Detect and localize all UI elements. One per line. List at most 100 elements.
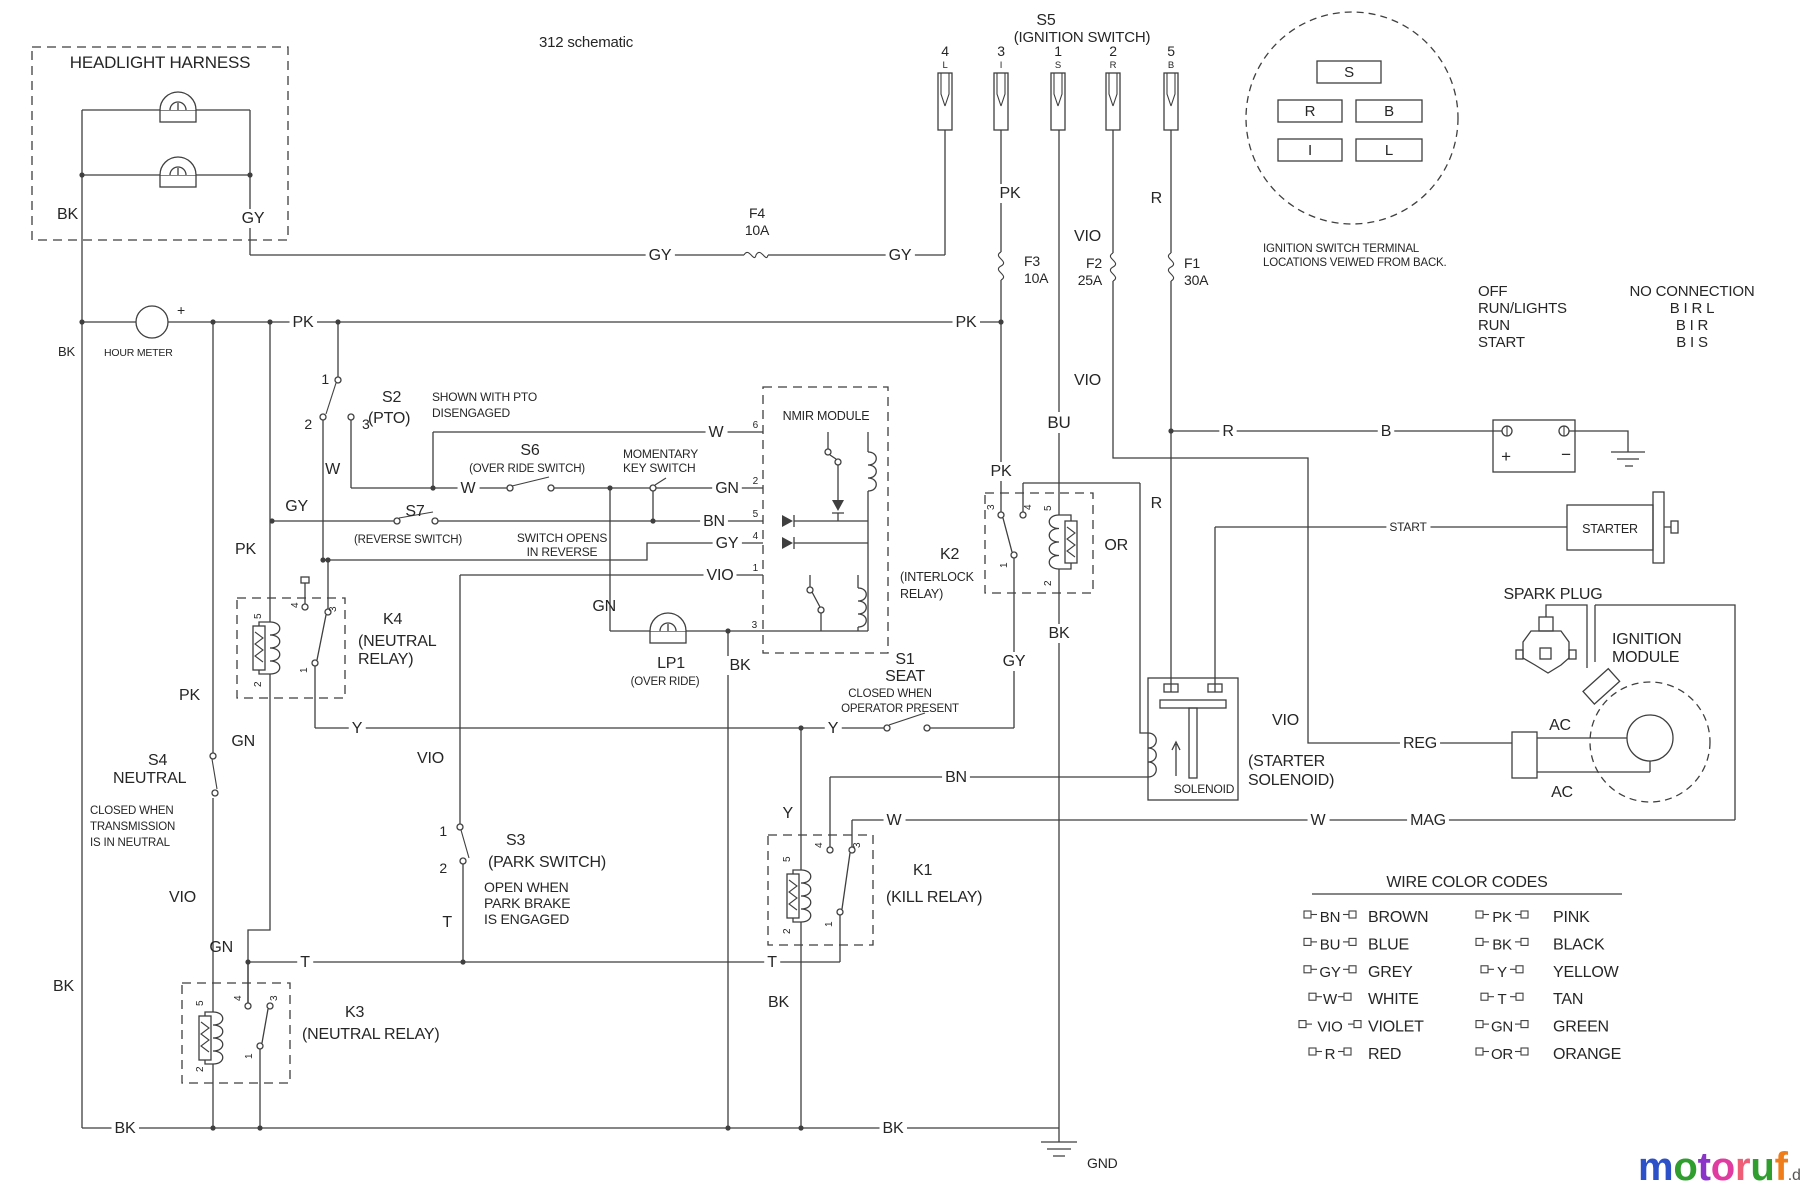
flywheel-circle: [1589, 681, 1711, 803]
label-ac-1: AC: [1549, 717, 1571, 734]
label-bu-label-bg: [1044, 412, 1074, 433]
label-nmir-pin-4: 4: [753, 531, 759, 542]
relay-k2-internals: [997, 511, 1078, 570]
label-k4-sub-2: RELAY): [358, 651, 413, 668]
label-reg-label: REG: [1403, 735, 1437, 752]
label-harness-bk: BK: [57, 206, 78, 223]
position-mode: OFF: [1478, 283, 1507, 300]
position-mode: RUN: [1478, 317, 1510, 334]
label-hourmeter-label: HOUR METER: [104, 347, 173, 359]
label-momentary-2: KEY SWITCH: [623, 461, 695, 475]
legend-name-BLUE: BLUE: [1368, 936, 1409, 953]
nmir-module-box: [762, 386, 889, 654]
label-vio-nmir: VIO: [707, 567, 734, 584]
label-bn-nmir: BN: [703, 513, 725, 530]
fuse-f1-icon: [1167, 252, 1175, 282]
label-pk-k2: PK: [991, 463, 1012, 480]
magneto-coil-icon: [1582, 667, 1621, 705]
label-vio-reg: VIO: [1272, 712, 1299, 729]
label-k4-pin-2: 2: [253, 681, 264, 687]
label-gy-k2-bg: [999, 652, 1029, 671]
label-w-k1: W: [887, 812, 903, 829]
position-connection: B I R L: [1670, 300, 1714, 317]
slot-letter-B: B: [1384, 103, 1394, 120]
terminal-letter-R: R: [1110, 60, 1117, 71]
label-bk-lp1-bg: [726, 656, 754, 675]
label-gy-k2: GY: [1003, 653, 1026, 670]
legend-connector-icon: [1303, 910, 1357, 919]
label-r-line: R: [1222, 423, 1233, 440]
legend-name-YELLOW: YELLOW: [1553, 964, 1620, 981]
label-t-line-1: T: [300, 954, 310, 971]
label-start-label: START: [1389, 520, 1427, 534]
slot-letter-S: S: [1344, 64, 1354, 81]
legend-title: WIRE COLOR CODES: [1386, 874, 1547, 891]
legend-connector-icon: [1480, 965, 1524, 974]
label-k4-pin-4: 4: [290, 602, 301, 608]
label-gn-nmir-bg: [712, 479, 742, 498]
legend-name-GREY: GREY: [1368, 964, 1413, 981]
label-solenoid-label: SOLENOID: [1174, 782, 1235, 796]
label-k2-pin-1: 1: [999, 562, 1010, 568]
slot-letter-I: I: [1308, 142, 1312, 159]
legend-connector-icon: [1308, 992, 1352, 1001]
label-vio-nmir-bg: [703, 566, 737, 585]
label-battery-minus: −: [1561, 445, 1571, 464]
label-s1-sub-2: OPERATOR PRESENT: [841, 703, 959, 715]
label-nmir-pin-1: 1: [753, 563, 759, 574]
fuse-f4-icon: [743, 251, 769, 259]
nmir-internals: [763, 432, 877, 632]
legend-connector-icon: [1475, 910, 1529, 919]
label-pk-bus-2: PK: [956, 314, 977, 331]
terminal-number-2: 2: [1109, 43, 1117, 59]
label-mag-label: MAG: [1410, 812, 1446, 829]
connector-terminal-icon: [1105, 72, 1121, 131]
label-spark-plug-label: SPARK PLUG: [1503, 586, 1602, 603]
legend-code-R: R: [1325, 1046, 1336, 1063]
label-bk-bus-1: BK: [115, 1120, 136, 1137]
label-s1-seat: SEAT: [885, 668, 925, 685]
label-starter-solenoid-2: SOLENOID): [1248, 772, 1334, 789]
label-s5-sub: (IGNITION SWITCH): [1014, 29, 1151, 46]
label-k3-sub: (NEUTRAL RELAY): [302, 1026, 439, 1043]
label-k3-pin-4: 4: [233, 995, 244, 1001]
label-s1-name: S1: [895, 651, 914, 668]
switch-s3-icon: [456, 823, 470, 865]
label-ign-module-2: MODULE: [1612, 649, 1679, 666]
label-w-k1-bg: [883, 811, 906, 830]
legend-code-GY: GY: [1319, 964, 1340, 981]
label-pk-f3: PK: [1000, 185, 1021, 202]
legend-code-T: T: [1498, 991, 1507, 1008]
legend-code-W: W: [1323, 991, 1338, 1008]
label-b-battery: B: [1381, 423, 1391, 440]
switch-s4-icon: [209, 752, 219, 797]
relay-k1-box: [767, 834, 874, 946]
label-w-nmir: W: [709, 424, 725, 441]
label-r-ign-1: R: [1151, 190, 1162, 207]
label-pk-bus-1: PK: [293, 314, 314, 331]
label-s2-name: S2: [382, 389, 401, 406]
label-nmir-pin-6: 6: [753, 420, 759, 431]
label-k2-pin-3: 3: [986, 504, 997, 510]
label-vio-ign-1: VIO: [1074, 228, 1101, 245]
label-k1-pin-1: 1: [824, 921, 835, 927]
switch-s7-icon: [393, 511, 439, 525]
position-connection: B I S: [1676, 334, 1708, 351]
label-lp1-name: LP1: [657, 655, 685, 672]
legend-name-ORANGE: ORANGE: [1553, 1046, 1621, 1063]
terminal-letter-L: L: [942, 60, 947, 71]
position-mode: RUN/LIGHTS: [1478, 300, 1567, 317]
legend-connector-icon: [1303, 937, 1357, 946]
slot-letter-L: L: [1385, 142, 1393, 159]
label-k2-sub-2: RELAY): [900, 587, 943, 601]
connector-terminal-icon: [937, 72, 953, 131]
label-gy-nmir-bg: [712, 534, 742, 553]
label-r-line-bg: [1219, 422, 1237, 441]
label-k4-pin-5: 5: [253, 613, 264, 619]
position-connection: NO CONNECTION: [1630, 283, 1755, 300]
label-gy-nmir: GY: [716, 535, 739, 552]
regulator-icon: [1511, 731, 1538, 779]
label-k2-pin-4: 4: [1023, 504, 1034, 510]
motoruf-watermark: motoruf.de: [1638, 1145, 1800, 1189]
